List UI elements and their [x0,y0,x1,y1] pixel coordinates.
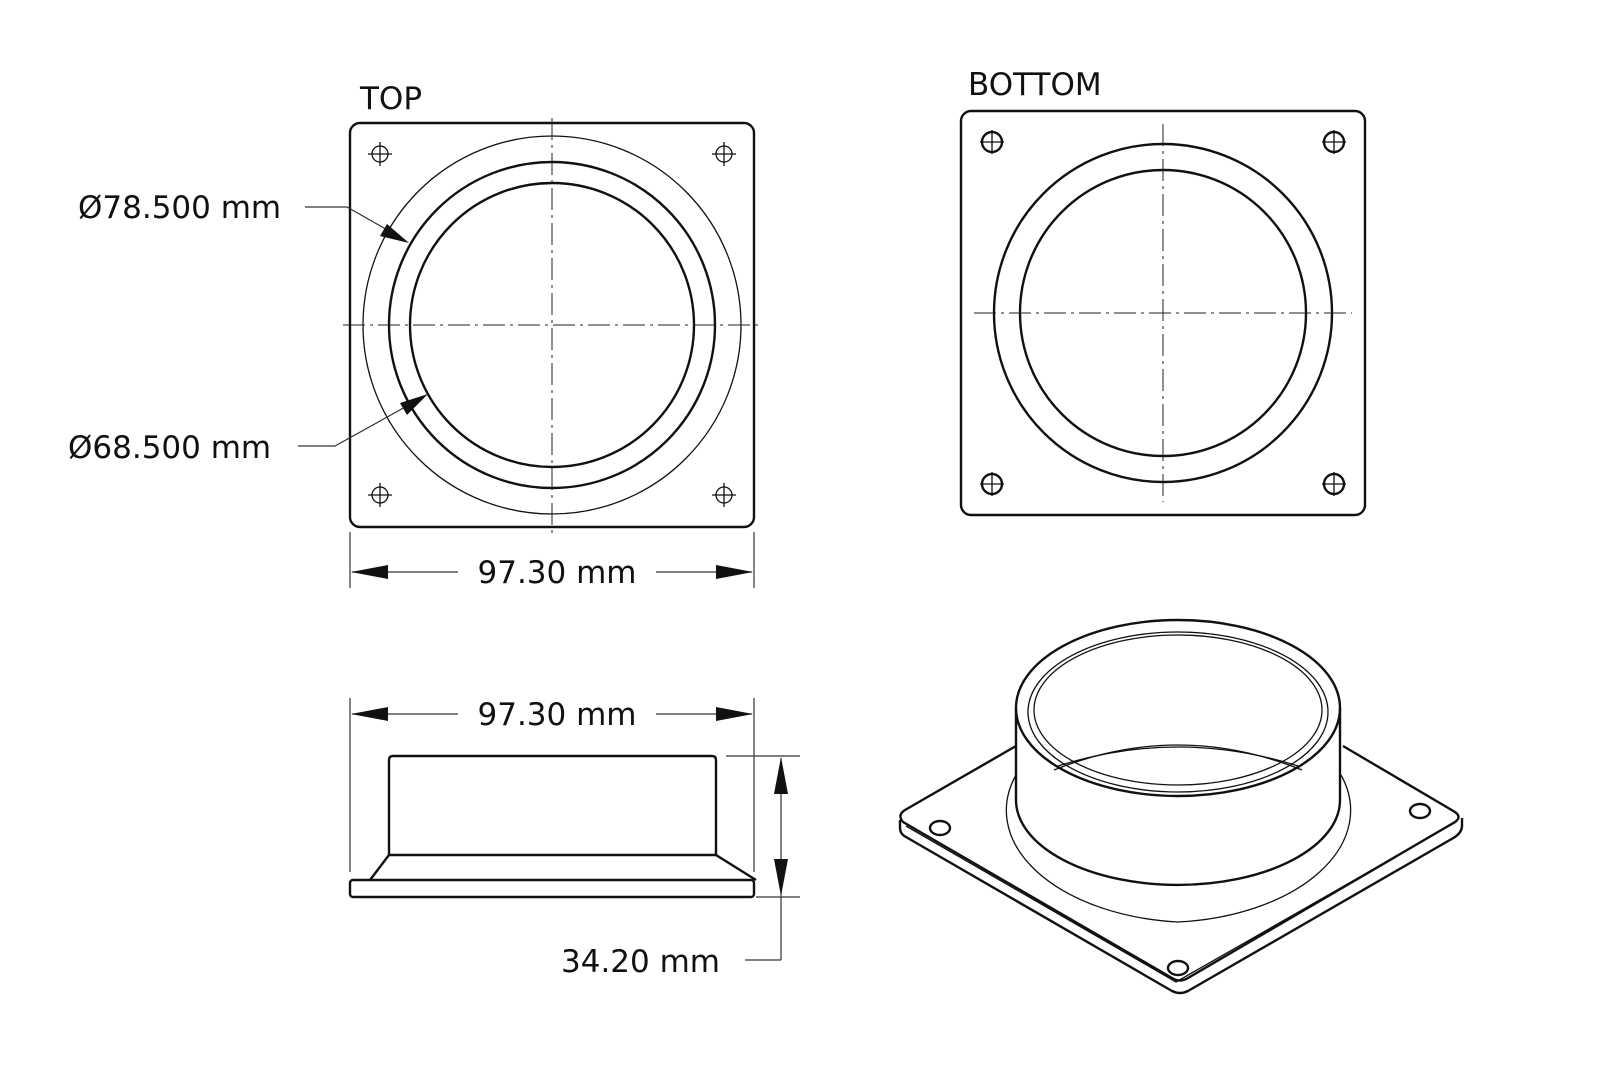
height-dimension: 34.20 mm [561,755,800,980]
mounting-hole [1322,130,1346,154]
iso-plate-bevel [905,821,1457,983]
outer-diameter-label: Ø78.500 mm [78,190,281,226]
iso-inner-bore-edge-2 [1057,746,1299,767]
isometric-view [898,618,1464,995]
bottom-plate-outline [959,109,1367,517]
top-view: TOP Ø78.500 mm Ø68.500 mm [68,81,762,591]
side-width-dimension: 97.30 mm [349,697,755,872]
side-chamfer [369,853,757,882]
side-flange-plate [348,878,756,899]
bottom-view: BOTTOM [959,67,1367,517]
top-view-label: TOP [359,81,422,117]
side-cylinder-body [387,754,718,857]
mounting-hole [1322,472,1346,496]
inner-diameter-label: Ø68.500 mm [68,430,271,466]
iso-flange-ellipse [1005,774,1352,923]
inner-diameter-callout: Ø68.500 mm [68,394,428,466]
mounting-hole [368,142,392,166]
iso-plate-edge [898,818,1464,995]
iso-mounting-hole [1166,959,1190,977]
outer-diameter-callout: Ø78.500 mm [78,190,409,243]
height-label: 34.20 mm [561,944,720,980]
iso-cylinder-wall [1014,708,1342,887]
side-width-label: 97.30 mm [478,697,637,733]
iso-plate-top [899,744,1460,982]
iso-mounting-hole [928,819,952,837]
top-width-label: 97.30 mm [478,555,637,591]
mounting-hole [980,130,1004,154]
iso-cylinder-top-bore [1033,634,1323,786]
mounting-hole [368,483,392,507]
iso-cylinder-top-outer [1014,618,1342,798]
top-mounting-holes [368,142,736,507]
mounting-hole [712,483,736,507]
bottom-view-label: BOTTOM [968,67,1102,103]
bottom-mounting-holes [980,130,1346,496]
mounting-hole [712,142,736,166]
iso-mounting-hole [1408,802,1432,820]
side-view: 97.30 mm 34.20 mm [348,697,800,980]
top-width-dimension: 97.30 mm [349,532,755,591]
mounting-hole [980,472,1004,496]
iso-cylinder-top-inner [1027,631,1329,793]
